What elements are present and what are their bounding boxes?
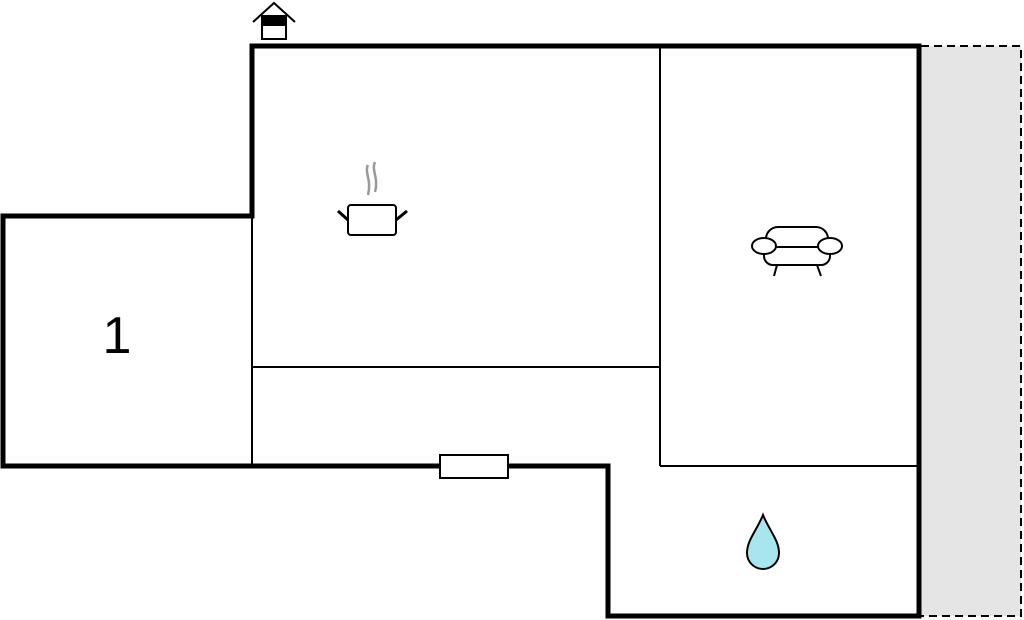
room-label: 1 — [103, 307, 132, 365]
cooking-pot-icon — [336, 161, 408, 236]
water-drop-icon — [745, 512, 781, 570]
terrace-dashed-border — [921, 45, 1022, 617]
sofa-icon — [751, 226, 843, 277]
window-icon — [439, 454, 509, 479]
interior-walls — [251, 46, 919, 467]
entrance-house-icon — [252, 1, 296, 40]
terrace-area — [921, 46, 1021, 616]
exterior-walls — [0, 43, 922, 619]
